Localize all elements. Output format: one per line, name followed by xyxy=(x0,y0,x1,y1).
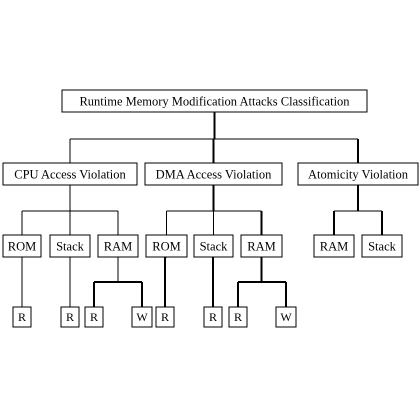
child-node-0-0-label: ROM xyxy=(8,239,36,253)
category-node-2-label: Atomicity Violation xyxy=(308,167,409,181)
leaf-node-0-1-0: R xyxy=(60,306,80,328)
leaf-node-0-0-0-label: R xyxy=(18,310,26,324)
child-node-2-1-frame xyxy=(361,234,403,258)
child-node-0-2-label: RAM xyxy=(104,239,132,253)
leaf-node-1-0-0-frame xyxy=(155,306,175,328)
category-node-2: Atomicity Violation xyxy=(297,162,419,186)
leaf-node-1-1-0: R xyxy=(203,306,223,328)
child-node-1-0: ROM xyxy=(145,234,188,258)
root-node-label: Runtime Memory Modification Attacks Clas… xyxy=(79,94,350,108)
leaf-node-0-2-1-frame xyxy=(131,306,153,328)
leaf-node-0-2-1: W xyxy=(131,306,153,328)
child-node-1-1: Stack xyxy=(193,234,234,258)
child-node-2-0-frame xyxy=(313,234,355,258)
child-node-2-1-label: Stack xyxy=(368,239,397,253)
leaf-node-0-2-1-label: W xyxy=(136,310,148,324)
child-node-1-1-frame xyxy=(193,234,234,258)
leaf-node-1-2-1-label: W xyxy=(280,310,292,324)
leaf-node-0-2-0-label: R xyxy=(90,310,98,324)
leaf-node-1-2-0-label: R xyxy=(234,310,242,324)
leaf-node-1-2-1-frame xyxy=(275,306,297,328)
leaf-node-0-0-0-frame xyxy=(12,306,32,328)
child-node-1-2-label: RAM xyxy=(247,239,275,253)
child-node-1-0-label: ROM xyxy=(152,239,180,253)
child-node-2-0-label: RAM xyxy=(320,239,348,253)
leaf-node-1-2-0-frame xyxy=(228,306,248,328)
child-node-0-1-frame xyxy=(49,234,91,258)
leaf-edge-1-1 xyxy=(212,256,214,307)
category-node-2-frame xyxy=(297,162,419,186)
category-node-1-label: DMA Access Violation xyxy=(156,167,272,181)
category-node-1: DMA Access Violation xyxy=(144,162,283,186)
leaf-node-0-1-0-frame xyxy=(60,306,80,328)
child-node-1-2: RAM xyxy=(240,234,283,258)
root-node: Runtime Memory Modification Attacks Clas… xyxy=(61,89,368,113)
category-node-0: CPU Access Violation xyxy=(2,162,138,186)
leaf-node-0-2-0: R xyxy=(84,306,104,328)
child-node-1-2-frame xyxy=(240,234,283,258)
leaf-node-1-0-0-label: R xyxy=(161,310,169,324)
child-node-0-2-frame xyxy=(97,234,139,258)
child-node-1-1-label: Stack xyxy=(200,239,229,253)
leaf-node-1-2-0: R xyxy=(228,306,248,328)
child-node-0-1-label: Stack xyxy=(56,239,85,253)
leaf-edge-1-0 xyxy=(164,256,167,307)
leaf-node-1-1-0-label: R xyxy=(209,310,217,324)
child-node-0-2: RAM xyxy=(97,234,139,258)
child-node-1-0-frame xyxy=(145,234,188,258)
leaf-node-1-1-0-frame xyxy=(203,306,223,328)
category-node-0-frame xyxy=(2,162,138,186)
child-node-0-0: ROM xyxy=(2,234,42,258)
category-node-1-frame xyxy=(144,162,283,186)
child-node-0-0-frame xyxy=(2,234,42,258)
child-node-2-1: Stack xyxy=(361,234,403,258)
leaf-node-0-0-0: R xyxy=(12,306,32,328)
root-node-frame xyxy=(61,89,368,113)
leaf-node-1-2-1: W xyxy=(275,306,297,328)
leaf-node-1-0-0: R xyxy=(155,306,175,328)
child-node-2-0: RAM xyxy=(313,234,355,258)
leaf-node-0-1-0-label: R xyxy=(66,310,74,324)
leaf-node-0-2-0-frame xyxy=(84,306,104,328)
category-node-0-label: CPU Access Violation xyxy=(14,167,126,181)
child-node-0-1: Stack xyxy=(49,234,91,258)
